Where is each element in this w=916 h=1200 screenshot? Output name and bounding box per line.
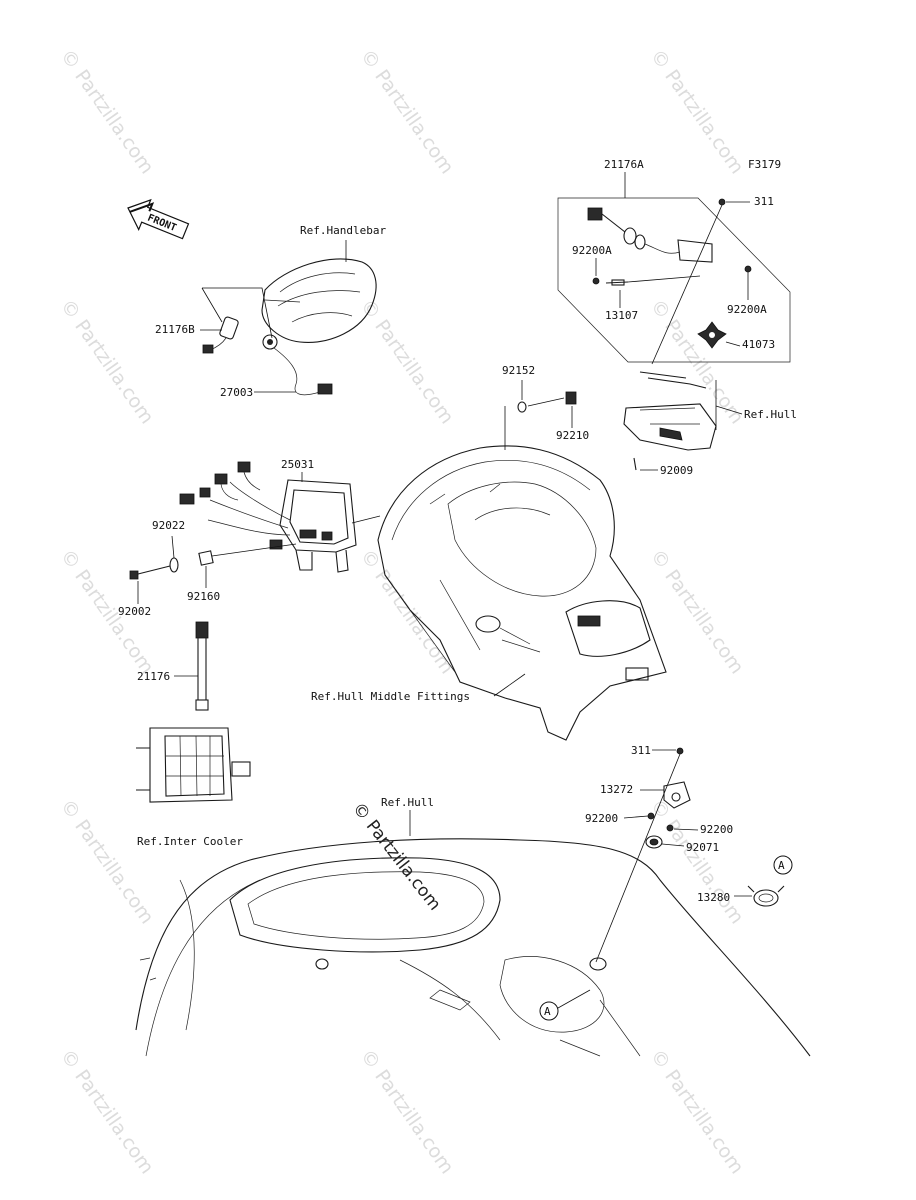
screw-92009-part	[633, 457, 637, 471]
hull-middle-fittings-part	[377, 445, 667, 741]
bolt-311-top-part	[718, 198, 726, 206]
label-ref-hull-bottom: Ref.Hull	[381, 796, 434, 809]
watermark: © Partzilla.com	[56, 295, 158, 428]
marker-a-right: A	[773, 855, 793, 875]
handlebar-cover-part	[261, 258, 377, 343]
label-ref-hull-top: Ref.Hull	[744, 408, 797, 421]
figure-code: F3179	[748, 158, 781, 171]
label-92200a-left: 92200A	[572, 244, 612, 257]
label-21176: 21176	[137, 670, 170, 683]
watermark: © Partzilla.com	[646, 45, 748, 178]
clamp-13280-part	[747, 885, 785, 907]
label-92200a-right: 92200A	[727, 303, 767, 316]
switch-27003-part	[262, 334, 333, 396]
label-ref-inter-cooler: Ref.Inter Cooler	[137, 835, 243, 848]
watermark: © Partzilla.com	[356, 545, 458, 678]
label-13107: 13107	[605, 309, 638, 322]
washer-92200a-left-part	[592, 277, 600, 285]
label-21176a: 21176A	[604, 158, 644, 171]
label-92200-left: 92200	[585, 812, 618, 825]
watermark: © Partzilla.com	[646, 795, 748, 928]
label-41073: 41073	[742, 338, 775, 351]
watermark: © Partzilla.com	[356, 1045, 458, 1178]
label-311-top: 311	[754, 195, 774, 208]
label-13280: 13280	[697, 891, 730, 904]
speed-sensor-21176a-part	[587, 207, 713, 263]
washer-92200a-right-part	[744, 265, 752, 273]
hull-bracket-part	[623, 371, 717, 451]
marker-a-bottom-label: A	[544, 1005, 551, 1018]
label-25031: 25031	[281, 458, 314, 471]
watermark: © Partzilla.com	[56, 795, 158, 928]
label-92210: 92210	[556, 429, 589, 442]
hull-part	[135, 838, 811, 1057]
bolt-311-bottom-part	[676, 747, 684, 755]
watermark: © Partzilla.com	[646, 1045, 748, 1178]
label-92200-right: 92200	[700, 823, 733, 836]
grommet-92071-part	[645, 835, 663, 849]
label-92002: 92002	[118, 605, 151, 618]
washer-92200-right-part	[666, 824, 674, 832]
pin-13107-part	[605, 279, 629, 286]
inter-cooler-part	[136, 727, 251, 803]
sensor-21176-part	[195, 621, 209, 711]
label-ref-hull-middle-fittings: Ref.Hull Middle Fittings	[311, 690, 470, 703]
washer-92022-part	[169, 557, 179, 573]
washer-92200-left-part	[647, 812, 655, 820]
marker-a-bottom: A	[539, 1001, 559, 1021]
center-watermark: © Partzilla.com	[348, 799, 445, 915]
nut-92210-part	[565, 391, 577, 405]
label-92152: 92152	[502, 364, 535, 377]
label-92071: 92071	[686, 841, 719, 854]
marker-a-right-label: A	[778, 859, 785, 872]
meter-unit-25031-part	[279, 479, 357, 573]
watermark: © Partzilla.com	[356, 45, 458, 178]
watermark: © Partzilla.com	[56, 1045, 158, 1178]
label-92160: 92160	[187, 590, 220, 603]
nut-92160-part	[198, 550, 214, 566]
label-13272: 13272	[600, 783, 633, 796]
label-27003: 27003	[220, 386, 253, 399]
label-92009: 92009	[660, 464, 693, 477]
detail-box-outline	[557, 197, 791, 363]
switch-21176b-part	[202, 316, 239, 354]
bolt-92002-part	[129, 565, 171, 580]
label-ref-handlebar: Ref.Handlebar	[300, 224, 386, 237]
label-92022: 92022	[152, 519, 185, 532]
wire-harness-part	[179, 461, 291, 550]
watermark: © Partzilla.com	[356, 295, 458, 428]
knob-41073-part	[697, 321, 727, 349]
front-arrow-icon: FRONT	[127, 198, 190, 240]
label-21176b: 21176B	[155, 323, 195, 336]
washer-92152-part	[517, 401, 527, 413]
watermark: © Partzilla.com	[56, 45, 158, 178]
label-311-bottom: 311	[631, 744, 651, 757]
bracket-13272-part	[663, 781, 691, 809]
